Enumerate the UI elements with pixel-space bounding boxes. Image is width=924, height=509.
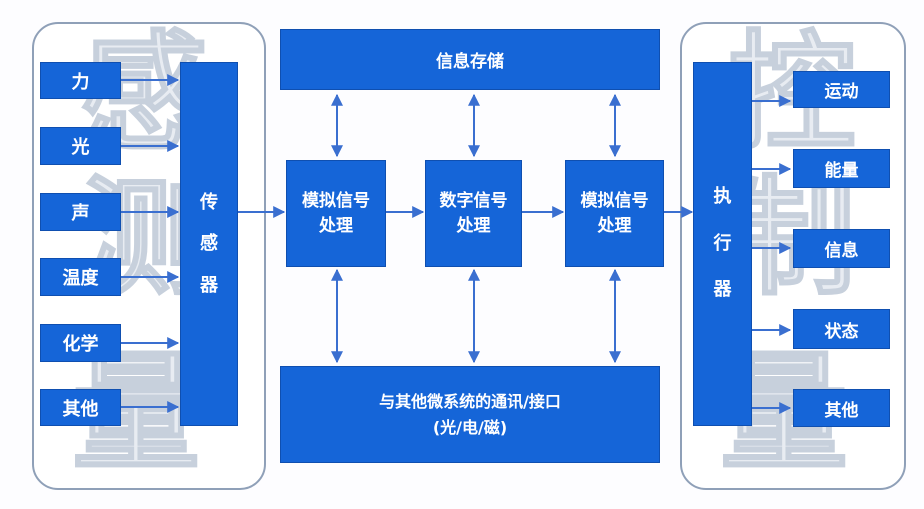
input-sound: 声 [40, 193, 121, 231]
digital-line2: 处理 [456, 215, 491, 236]
analog-out-box: 模拟信号 处理 [565, 160, 664, 267]
output-motion: 运动 [793, 71, 890, 108]
input-force: 力 [40, 62, 121, 99]
output-other-label: 其他 [824, 400, 859, 421]
output-state: 状态 [793, 309, 890, 349]
storage-box: 信息存储 [280, 29, 660, 90]
output-energy: 能量 [793, 149, 890, 188]
comm-box: 与其他微系统的通讯/接口 (光/电/磁) [280, 366, 660, 463]
analog-in-line1: 模拟信号 [302, 190, 370, 211]
output-energy-label: 能量 [824, 161, 859, 181]
output-state-label: 状态 [824, 321, 859, 342]
output-information: 信息 [793, 229, 890, 268]
sensor-box: 传 感 器 [180, 62, 238, 426]
input-other-label: 其他 [62, 398, 99, 420]
input-light: 光 [40, 127, 121, 165]
actuator-char-3: 器 [713, 279, 732, 301]
sensor-char-1: 传 [200, 191, 218, 213]
digital-box: 数字信号 处理 [425, 160, 522, 267]
analog-out-line1: 模拟信号 [580, 190, 649, 211]
output-motion-label: 运动 [824, 82, 859, 102]
comm-line1: 与其他微系统的通讯/接口 [379, 391, 561, 411]
output-information-label: 信息 [824, 241, 859, 261]
analog-in-line2: 处理 [319, 215, 353, 236]
input-sound-label: 声 [71, 203, 90, 224]
sensor-char-3: 器 [200, 274, 218, 296]
input-chemical: 化学 [40, 324, 121, 362]
analog-in-box: 模拟信号 处理 [286, 160, 386, 267]
analog-out-line2: 处理 [597, 215, 632, 236]
sensor-char-2: 感 [200, 233, 218, 255]
input-other: 其他 [40, 389, 121, 426]
input-chemical-label: 化学 [62, 334, 99, 355]
actuator-box: 执 行 器 [693, 62, 752, 426]
actuator-char-1: 执 [713, 185, 732, 207]
storage-label: 信息存储 [436, 52, 504, 72]
input-temperature: 温度 [40, 258, 121, 296]
comm-line2: (光/电/磁) [432, 417, 508, 437]
output-other: 其他 [793, 389, 890, 427]
actuator-char-2: 行 [713, 232, 732, 254]
input-force-label: 力 [71, 71, 90, 93]
input-temperature-label: 温度 [62, 268, 99, 289]
digital-line1: 数字信号 [439, 190, 508, 211]
input-light-label: 光 [71, 137, 90, 158]
